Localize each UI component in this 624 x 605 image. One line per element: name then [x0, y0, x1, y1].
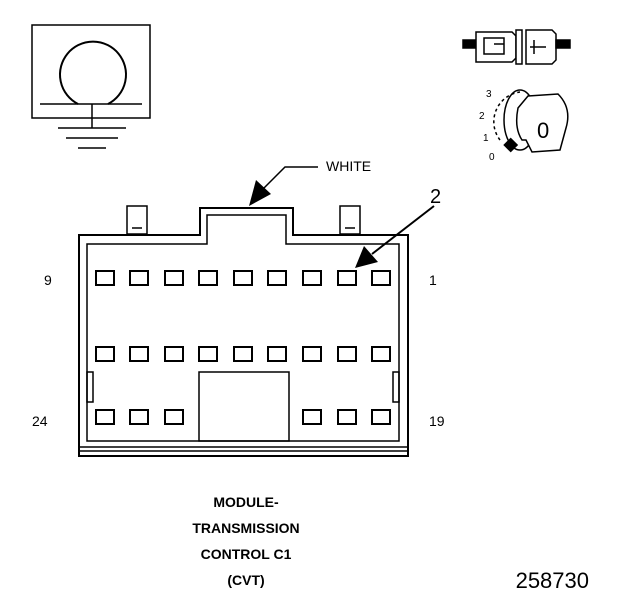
- pin-cavity-row3-left-3: [164, 409, 184, 425]
- pin-cavity-3: [302, 270, 322, 286]
- item-number-label: 2: [430, 186, 441, 208]
- pin-cavity-row2-7: [302, 346, 322, 362]
- pin-label-1: 1: [429, 272, 437, 288]
- pin-cavity-row3-left-2: [129, 409, 149, 425]
- item-number-leader: [355, 205, 435, 268]
- pin-cavity-row3-right-1: [302, 409, 322, 425]
- pin-label-9: 9: [44, 272, 52, 288]
- pin-cavity-row2-6: [267, 346, 287, 362]
- caption-line-2: TRANSMISSION: [192, 520, 299, 536]
- pin-cavity-row2-2: [129, 346, 149, 362]
- ignition-position-1: 1: [483, 133, 489, 144]
- pin-cavity-row2-9: [371, 346, 391, 362]
- pin-cavity-7: [164, 270, 184, 286]
- pin-cavity-6: [198, 270, 218, 286]
- ignition-key-icon: [493, 89, 569, 153]
- pin-cavity-4: [267, 270, 287, 286]
- caption-line-1: MODULE-: [213, 494, 279, 510]
- pin-cavity-5: [233, 270, 253, 286]
- pin-cavity-row2-1: [95, 346, 115, 362]
- pin-cavity-row2-3: [164, 346, 184, 362]
- caption-line-3: CONTROL C1: [201, 546, 292, 562]
- pin-cavity-1: [371, 270, 391, 286]
- pin-label-24: 24: [32, 413, 48, 429]
- pin-cavity-row2-4: [198, 346, 218, 362]
- pin-cavity-row2-5: [233, 346, 253, 362]
- key-label: 0: [537, 118, 549, 143]
- pin-cavity-8: [129, 270, 149, 286]
- connector-housing: [78, 205, 409, 457]
- pin-cavity-9: [95, 270, 115, 286]
- ignition-position-0: 0: [489, 152, 495, 163]
- ignition-position-3: 3: [486, 89, 492, 100]
- pin-label-19: 19: [429, 413, 445, 429]
- pin-cavity-row3-right-2: [337, 409, 357, 425]
- pin-cavity-2: [337, 270, 357, 286]
- wire-color-leader: [249, 166, 318, 206]
- connector-icon: [462, 29, 571, 65]
- wire-color-label: WHITE: [326, 158, 371, 174]
- pin-cavity-row2-8: [337, 346, 357, 362]
- caption-line-4: (CVT): [227, 572, 264, 588]
- ground-icon: [31, 24, 151, 149]
- pin-cavity-row3-left-1: [95, 409, 115, 425]
- pin-cavities: [95, 270, 391, 425]
- ignition-position-2: 2: [479, 111, 485, 122]
- pin-cavity-row3-right-3: [371, 409, 391, 425]
- figure-number: 258730: [516, 568, 589, 593]
